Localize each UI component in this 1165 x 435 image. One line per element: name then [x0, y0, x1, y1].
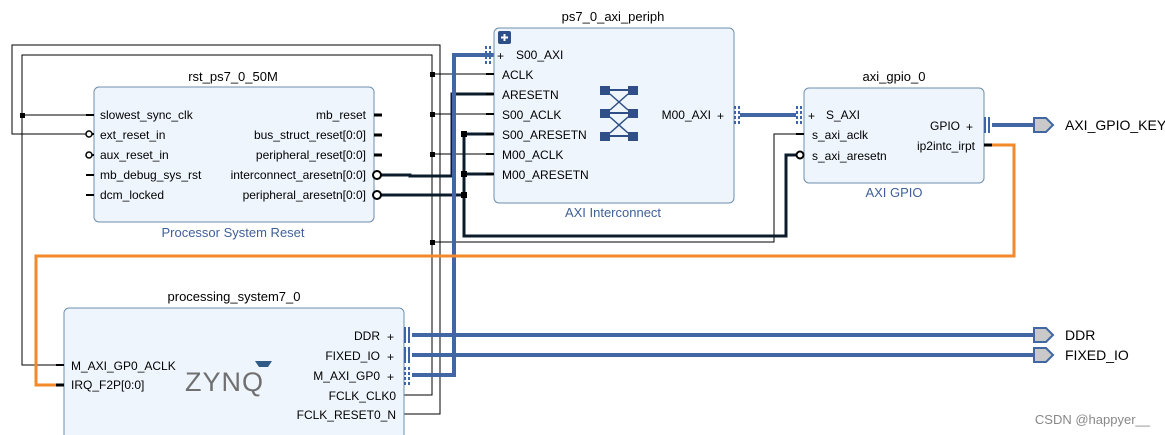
ps7-block-name: processing_system7_0: [168, 289, 301, 304]
port-label-fixed-io: FIXED_IO: [1065, 347, 1129, 363]
pin-mb-reset[interactable]: mb_reset: [316, 108, 367, 122]
pin-s-axi-aclk[interactable]: s_axi_aclk: [812, 128, 869, 142]
gpio-aresetn-bubble: [795, 150, 805, 160]
port-arrow-icon: [1033, 327, 1055, 343]
pin-s-axi[interactable]: S_AXI: [826, 108, 860, 122]
pin-fixed-io[interactable]: FIXED_IO: [325, 349, 380, 363]
pin-aresetn[interactable]: ARESETN: [502, 88, 559, 102]
periph-block[interactable]: ps7_0_axi_periph AXI Interconnect + S00_…: [485, 9, 740, 220]
periph-block-name: ps7_0_axi_periph: [562, 9, 665, 24]
pin-m-axi-gp0[interactable]: M_AXI_GP0: [313, 369, 380, 383]
junction-dots: [20, 72, 467, 245]
pin-aux-reset-in[interactable]: aux_reset_in: [100, 148, 169, 162]
fixed-io-plus-icon[interactable]: +: [387, 350, 394, 364]
wire-interrupt-irq[interactable]: [34, 143, 1016, 387]
pin-dcm-locked[interactable]: dcm_locked: [100, 188, 164, 202]
fixed-io-interface-icon: [404, 347, 410, 363]
gpio-block-name: axi_gpio_0: [863, 69, 926, 84]
external-port-ddr[interactable]: DDR: [1033, 327, 1095, 343]
pin-s00-axi[interactable]: S00_AXI: [516, 48, 563, 62]
pin-s00-aclk[interactable]: S00_ACLK: [502, 108, 561, 122]
pin-slowest-sync-clk[interactable]: slowest_sync_clk: [100, 108, 194, 122]
m-axi-gp0-bus-connector-icon: [404, 367, 410, 385]
rst-ext-reset-bubble: [85, 130, 93, 138]
ddr-plus-icon[interactable]: +: [387, 330, 394, 344]
pin-s00-aresetn[interactable]: S00_ARESETN: [502, 128, 587, 142]
pin-gpio[interactable]: GPIO: [930, 119, 960, 133]
s-axi-bus-connector-icon: [796, 106, 802, 124]
wire-fclk-clk0[interactable]: [21, 54, 433, 396]
m-axi-gp0-plus-icon[interactable]: +: [387, 370, 394, 384]
port-arrow-icon: [1033, 117, 1055, 133]
pin-ext-reset-in[interactable]: ext_reset_in: [100, 128, 165, 142]
external-port-fixed-io[interactable]: FIXED_IO: [1033, 347, 1129, 363]
s00-axi-bus-connector-icon: [485, 46, 491, 64]
pin-ddr[interactable]: DDR: [354, 329, 380, 343]
periph-block-body[interactable]: [493, 27, 735, 204]
external-port-axi-gpio-key[interactable]: AXI_GPIO_KEY: [1033, 117, 1165, 133]
ps7-block-body[interactable]: [63, 307, 405, 435]
bus-m-axi-gp0-to-s00-axi[interactable]: [412, 53, 494, 377]
pin-peripheral-reset[interactable]: peripheral_reset[0:0]: [256, 148, 366, 162]
gpio-block[interactable]: axi_gpio_0 AXI GPIO + S_AXI s_axi_aclk s…: [795, 69, 992, 200]
wire-fclk-reset-to-ext-reset[interactable]: [11, 44, 441, 415]
wires: [11, 44, 1034, 415]
pin-m00-axi[interactable]: M00_AXI: [662, 108, 711, 122]
pin-mb-debug-sys-rst[interactable]: mb_debug_sys_rst: [100, 168, 202, 182]
watermark: CSDN @happyer__: [1035, 412, 1151, 427]
wire-peripheral-aresetn[interactable]: [380, 132, 494, 197]
pin-m-axi-gp0-aclk[interactable]: M_AXI_GP0_ACLK: [71, 359, 176, 373]
periph-input-stubs: [486, 73, 494, 175]
pin-irq-f2p[interactable]: IRQ_F2P[0:0]: [71, 378, 144, 392]
s-axi-plus-icon[interactable]: +: [808, 109, 815, 123]
pin-interconnect-aresetn[interactable]: interconnect_aresetn[0:0]: [231, 168, 366, 182]
rst-block[interactable]: rst_ps7_0_50M Processor System Reset slo…: [85, 69, 382, 240]
wire-interconnect-aresetn[interactable]: [380, 92, 494, 178]
pin-aclk[interactable]: ACLK: [502, 68, 533, 82]
m00-axi-bus-connector-icon: [734, 106, 740, 124]
zynq-logo-mark: [255, 361, 272, 367]
periph-block-subtitle: AXI Interconnect: [565, 205, 661, 220]
pin-m00-aclk[interactable]: M00_ACLK: [502, 148, 563, 162]
rst-block-subtitle: Processor System Reset: [161, 225, 304, 240]
s00-axi-plus-icon[interactable]: +: [497, 49, 504, 63]
pin-s-axi-aresetn[interactable]: s_axi_aresetn: [812, 149, 887, 163]
pin-fclk-reset0-n[interactable]: FCLK_RESET0_N: [297, 408, 396, 422]
pin-peripheral-aresetn[interactable]: peripheral_aresetn[0:0]: [243, 188, 366, 202]
port-label-axi-gpio-key: AXI_GPIO_KEY: [1065, 117, 1165, 133]
crossbar-icon: [600, 86, 638, 141]
rst-interconnect-bubble: [372, 170, 382, 180]
wire-peripheral-aresetn-gpio[interactable]: [462, 153, 804, 238]
zynq-logo: ZYNQ: [185, 367, 264, 397]
gpio-plus-icon[interactable]: +: [966, 120, 973, 134]
m00-axi-plus-icon[interactable]: +: [717, 109, 724, 123]
ddr-interface-icon: [404, 327, 410, 343]
wire-clk-down-to-gpio[interactable]: [432, 133, 804, 243]
port-arrow-icon: [1033, 347, 1055, 363]
gpio-interface-icon: [984, 117, 990, 133]
rst-aux-reset-bubble: [85, 151, 93, 159]
gpio-block-body[interactable]: [803, 87, 985, 184]
port-label-ddr: DDR: [1065, 327, 1095, 343]
rst-block-name: rst_ps7_0_50M: [188, 69, 278, 84]
ps7-block[interactable]: processing_system7_0 M_AXI_GP0_ACLK IRQ_…: [56, 289, 410, 435]
pin-m00-aresetn[interactable]: M00_ARESETN: [502, 168, 589, 182]
expand-icon[interactable]: [498, 31, 511, 44]
gpio-block-subtitle: AXI GPIO: [865, 185, 922, 200]
pin-bus-struct-reset[interactable]: bus_struct_reset[0:0]: [254, 128, 366, 142]
pin-fclk-clk0[interactable]: FCLK_CLK0: [329, 389, 397, 403]
rst-output-stubs: [374, 113, 382, 157]
pin-ip2intc-irpt[interactable]: ip2intc_irpt: [917, 139, 976, 153]
rst-peripheral-bubble: [372, 190, 382, 200]
